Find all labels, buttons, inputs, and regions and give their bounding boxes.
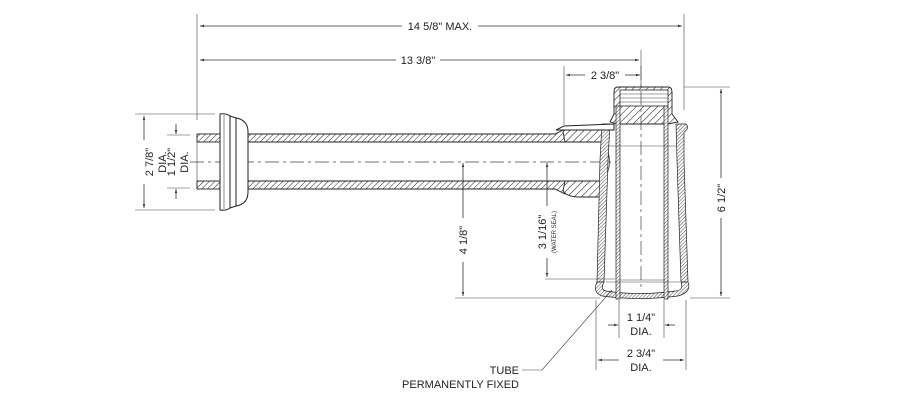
trap-body (555, 66, 690, 300)
flange-rim (229, 115, 237, 209)
dimension-inlet-diameter: 1 1/4" DIA. (608, 300, 675, 338)
dimension-tube-height: 4 1/8" (455, 163, 600, 299)
flange-dome (235, 117, 249, 207)
leader-line (541, 289, 613, 371)
tube-wall-top (247, 128, 566, 143)
dimension-body-diameter: 2 3/4" DIA. (595, 300, 687, 374)
overall-length-label: 14 5/8" MAX. (408, 21, 472, 33)
tube-length-label: 13 3/8" (401, 55, 436, 67)
dip-tube-wall-right (663, 105, 669, 300)
tube-note: TUBE PERMANENTLY FIXED (402, 289, 613, 391)
body-wall-right (675, 123, 689, 283)
horizontal-tube (190, 128, 620, 195)
tube-wall-bottom-left (196, 180, 221, 190)
body-collar (555, 123, 615, 131)
dip-tube-wall-left (615, 105, 621, 300)
dimension-tube-length: 13 3/8" (200, 50, 642, 110)
body-cap (595, 281, 690, 299)
body-diameter-value: 2 3/4" (627, 348, 655, 360)
tube-wall-bottom (247, 180, 566, 195)
tube-diameter-unit: DIA. (179, 151, 191, 172)
dimension-water-seal: 3 1/16" (WATER SEAL) (537, 163, 615, 280)
inlet-diameter-unit: DIA. (630, 326, 651, 338)
water-seal-value: 3 1/16" (537, 215, 549, 250)
tube-diameter-value: 1 1/2" (166, 148, 178, 176)
tube-note-line2: PERMANENTLY FIXED (402, 379, 519, 391)
dimension-overall-height: 6 1/2" (684, 86, 730, 299)
body-diameter-unit: DIA. (630, 362, 651, 374)
flange-plate (219, 113, 231, 211)
dimension-overall-length: 14 5/8" MAX. (196, 14, 685, 120)
flange-diameter-value: 2 7/8" (144, 148, 156, 176)
body-wall-left (596, 123, 611, 283)
overall-height-label: 6 1/2" (716, 184, 728, 212)
outlet-offset-label: 2 3/8" (591, 70, 619, 82)
dimension-flange-diameter: 2 7/8" DIA. (135, 113, 215, 211)
flange-diameter-unit: DIA. (157, 151, 169, 172)
dimension-tube-diameter: 1 1/2" DIA. (166, 124, 191, 199)
wall-flange (219, 113, 249, 211)
dimension-outlet-offset: 2 3/8" (563, 66, 640, 125)
water-seal-label: (WATER SEAL) (552, 211, 558, 253)
tube-wall-top-left (196, 133, 221, 143)
tube-note-line1: TUBE (490, 365, 519, 377)
inlet-diameter-value: 1 1/4" (627, 312, 655, 324)
tube-height-label: 4 1/8" (458, 226, 470, 254)
